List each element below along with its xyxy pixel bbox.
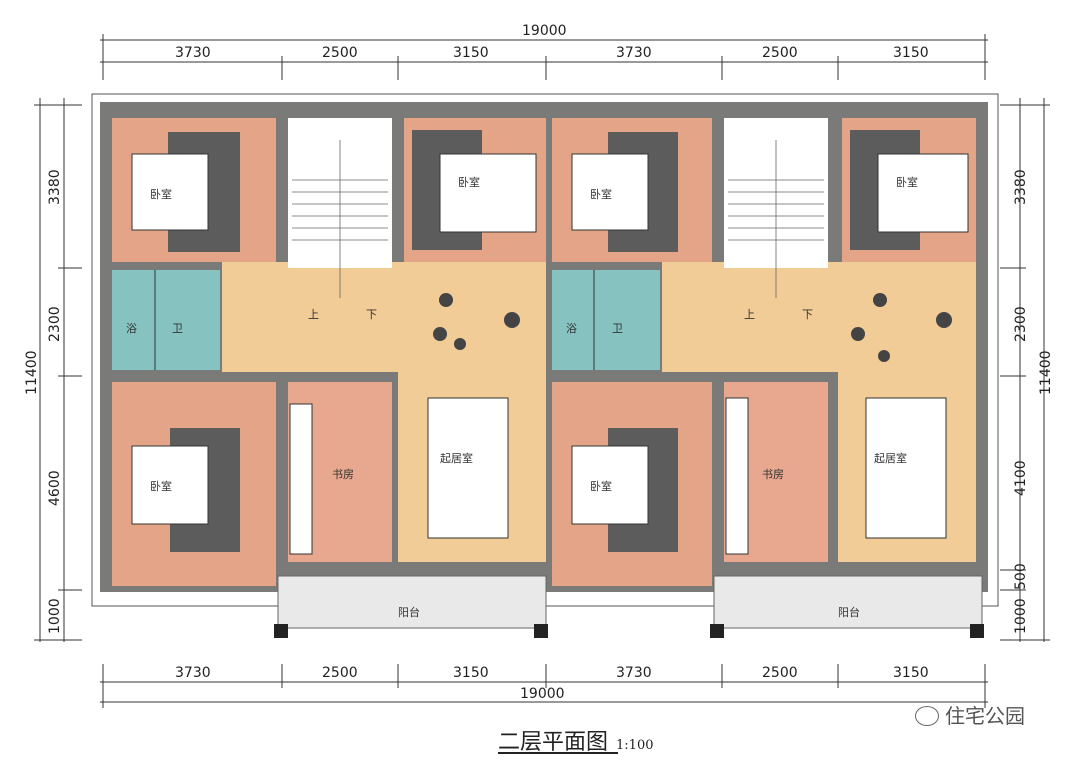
dim-bottom-6: 3150 (893, 665, 929, 681)
dim-bottom-5: 2500 (762, 665, 798, 681)
dim-right-1: 3380 (1013, 169, 1029, 205)
balcony-1 (277, 575, 547, 629)
study-2-desk (725, 397, 749, 555)
dim-right-3: 4100 (1013, 460, 1029, 496)
balcony-2-label: 阳台 (838, 605, 860, 619)
bedroom-1-label: 卧室 (150, 187, 172, 201)
plan-title: 二层平面图 (498, 730, 609, 755)
stair-2-down: 下 (802, 308, 813, 321)
watermark-text: 住宅公园 (945, 704, 1025, 728)
right-dimensions: 11400 3380 2300 4100 500 1000 (1000, 98, 1054, 642)
plan-scale: 1:100 (616, 738, 654, 753)
caption-underline (498, 752, 618, 754)
stair-1-down: 下 (366, 308, 377, 321)
dim-top-4: 3730 (616, 45, 652, 61)
dim-right-4: 500 (1013, 563, 1029, 590)
dim-top-6: 3150 (893, 45, 929, 61)
furniture (433, 293, 952, 362)
dim-bottom-2: 2500 (322, 665, 358, 681)
plan-caption: 二层平面图 1:100 (498, 724, 653, 756)
dim-left-3: 4600 (47, 470, 63, 506)
study-1-desk (289, 403, 313, 555)
balcony-2 (713, 575, 983, 629)
stair-1-up: 上 (308, 308, 319, 321)
stair-2-treads (728, 140, 824, 298)
stair-2-up: 上 (744, 308, 755, 321)
top-dimensions: 19000 3730 2500 3150 3730 2500 3150 (100, 23, 988, 80)
bedroom-3-bed (131, 445, 209, 525)
dim-top-3: 3150 (453, 45, 489, 61)
wechat-icon (915, 706, 939, 726)
dim-left-4: 1000 (47, 598, 63, 634)
bedroom-2-bed (439, 153, 537, 233)
dim-left-total: 11400 (24, 350, 40, 395)
bedroom-1-bed (131, 153, 209, 231)
unit-left: 卧室 浴 卫 起居室 上 下 卧室 卧室 书房 阳台 (112, 118, 548, 638)
bottom-dimensions: 3730 2500 3150 3730 2500 3150 19000 (100, 664, 988, 708)
dim-top-total: 19000 (522, 23, 567, 39)
unit-right: 卧室 浴 卫 起居室 上 下 卧室 卧室 书房 阳台 (552, 118, 984, 638)
dim-top-2: 2500 (322, 45, 358, 61)
bath-1-label: 浴 (126, 322, 137, 335)
bath-2 (552, 270, 660, 370)
bedroom-5-bed (877, 153, 969, 233)
living-1-rug (427, 397, 509, 539)
bedroom-4-bed (571, 153, 649, 231)
study-2-label: 书房 (762, 468, 784, 481)
dim-right-5: 1000 (1013, 598, 1029, 634)
stair-1-treads (292, 140, 388, 298)
toilet-2-label: 卫 (612, 322, 623, 335)
watermark: 住宅公园 (915, 700, 1025, 729)
bedroom-3-label: 卧室 (150, 479, 172, 493)
dim-left-1: 3380 (47, 169, 63, 205)
balcony-1-label: 阳台 (398, 605, 420, 619)
dim-left-2: 2300 (47, 306, 63, 342)
dim-bottom-1: 3730 (175, 665, 211, 681)
dim-bottom-3: 3150 (453, 665, 489, 681)
bedroom-4-label: 卧室 (590, 187, 612, 201)
bedroom-2-label: 卧室 (458, 175, 480, 189)
living-1-label: 起居室 (440, 451, 473, 465)
left-dimensions: 11400 3380 2300 4600 1000 (24, 98, 82, 642)
study-1-label: 书房 (332, 468, 354, 481)
bedroom-6-bed (571, 445, 649, 525)
dim-right-total: 11400 (1038, 350, 1054, 395)
toilet-1-label: 卫 (172, 322, 183, 335)
dim-top-1: 3730 (175, 45, 211, 61)
bedroom-6-label: 卧室 (590, 479, 612, 493)
dim-right-2: 2300 (1013, 306, 1029, 342)
bath-2-label: 浴 (566, 322, 577, 335)
dim-bottom-total: 19000 (520, 686, 565, 702)
living-2-rug (865, 397, 947, 539)
dim-top-5: 2500 (762, 45, 798, 61)
dim-bottom-4: 3730 (616, 665, 652, 681)
living-2-label: 起居室 (874, 451, 907, 465)
bedroom-5-label: 卧室 (896, 175, 918, 189)
bath-1 (112, 270, 220, 370)
